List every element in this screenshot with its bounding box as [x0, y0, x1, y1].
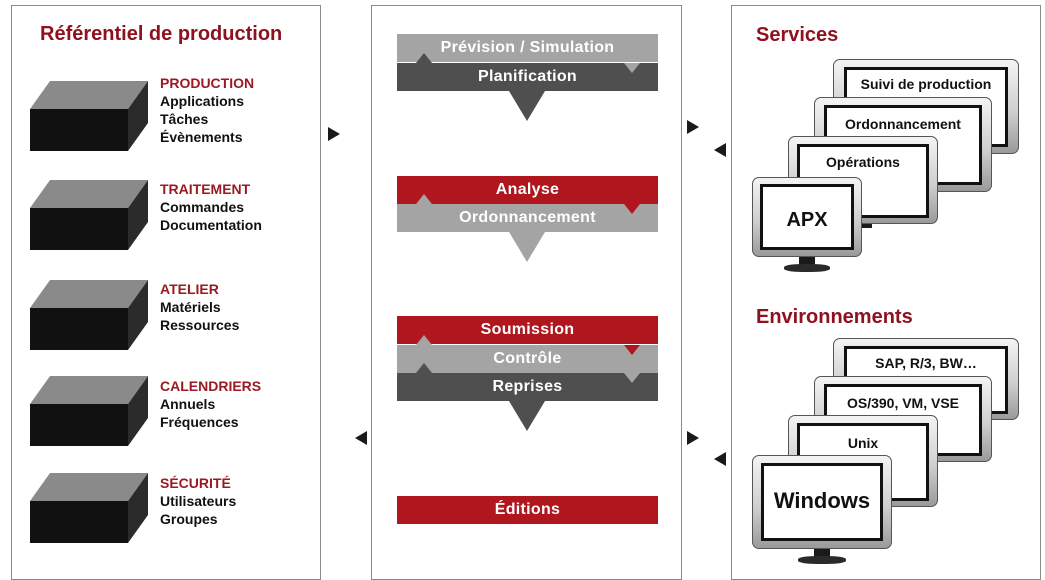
category-item: Applications: [160, 93, 245, 109]
category-item: Fréquences: [160, 414, 239, 430]
category-item: Utilisateurs: [160, 493, 237, 509]
flow-down-arrow-icon: [509, 91, 545, 121]
box-icon-calendriers: [30, 376, 148, 446]
category-title: PRODUCTION: [160, 75, 255, 91]
step-notch-icon: [416, 53, 432, 63]
box-icon-atelier: [30, 280, 148, 350]
category-item: Ressources: [160, 317, 240, 333]
step-notch-icon: [624, 345, 640, 355]
category-item: Évènements: [160, 129, 243, 145]
category-atelier: ATELIER Matériels Ressources: [160, 280, 239, 334]
step-controle: Contrôle: [397, 345, 658, 373]
referentiel-title: Référentiel de production: [40, 23, 283, 45]
category-item: Annuels: [160, 396, 216, 412]
step-ordonnancement: Ordonnancement: [397, 204, 658, 232]
category-traitement: TRAITEMENT Commandes Documentation: [160, 180, 262, 234]
arrow-left-icon: [355, 431, 367, 445]
monitor-windows: Windows: [752, 455, 894, 565]
category-title: ATELIER: [160, 281, 219, 297]
step-notch-icon: [416, 194, 432, 204]
step-reprises: Reprises: [397, 373, 658, 401]
monitor-screen-label: APX: [760, 184, 854, 250]
step-notch-icon: [624, 373, 640, 383]
monitor-apx: APX: [752, 177, 864, 273]
category-item: Documentation: [160, 217, 262, 233]
step-analyse: Analyse: [397, 176, 658, 204]
arrow-left-icon: [714, 143, 726, 157]
step-editions: Éditions: [397, 496, 658, 524]
step-notch-icon: [624, 63, 640, 73]
box-icon-securite: [30, 473, 148, 543]
box-icon-production: [30, 81, 148, 151]
step-notch-icon: [624, 204, 640, 214]
step-notch-icon: [416, 363, 432, 373]
flow-down-arrow-icon: [509, 401, 545, 431]
category-production: PRODUCTION Applications Tâches Évènement…: [160, 74, 254, 146]
services-title: Services: [756, 24, 839, 46]
step-planification: Planification: [397, 63, 658, 91]
category-title: TRAITEMENT: [160, 181, 251, 197]
step-soumission: Soumission: [397, 316, 658, 344]
flow-down-arrow-icon: [509, 232, 545, 262]
category-title: CALENDRIERS: [160, 378, 262, 394]
category-item: Commandes: [160, 199, 245, 215]
category-item: Groupes: [160, 511, 218, 527]
arrow-right-icon: [687, 120, 699, 134]
category-title: SÉCURITÉ: [160, 475, 231, 491]
environnements-title: Environnements: [756, 306, 913, 328]
box-icon-traitement: [30, 180, 148, 250]
category-securite: SÉCURITÉ Utilisateurs Groupes: [160, 474, 236, 528]
arrow-left-icon: [714, 452, 726, 466]
monitor-screen-label: Windows: [761, 463, 883, 541]
category-calendriers: CALENDRIERS Annuels Fréquences: [160, 377, 261, 431]
arrow-right-icon: [328, 127, 340, 141]
category-item: Matériels: [160, 299, 221, 315]
arrow-right-icon: [687, 431, 699, 445]
category-item: Tâches: [160, 111, 209, 127]
step-prevision-simulation: Prévision / Simulation: [397, 34, 658, 62]
step-notch-icon: [416, 335, 432, 345]
